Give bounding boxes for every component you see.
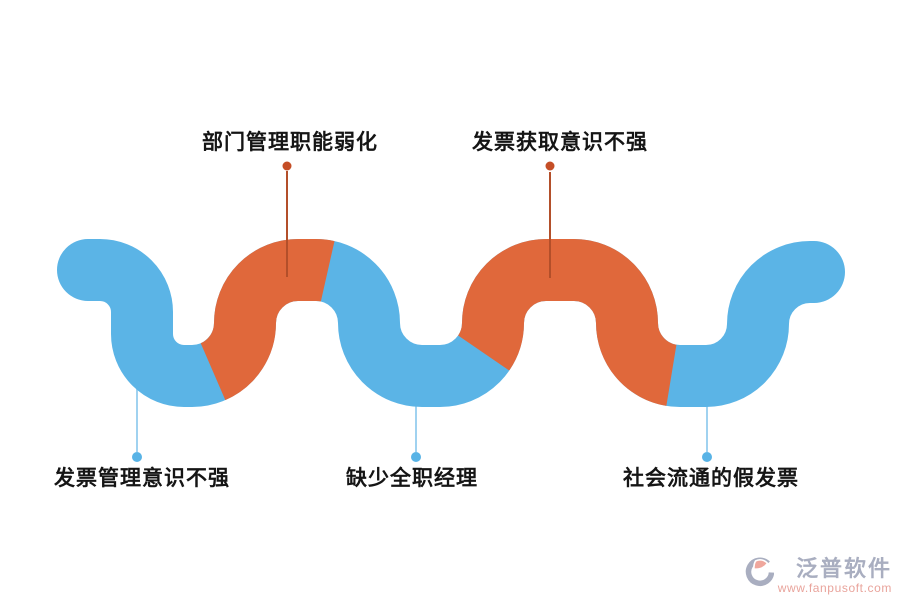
label-top-dept-management: 部门管理职能弱化 — [202, 131, 378, 154]
callout-dot-bottom-1 — [132, 452, 142, 462]
callout-dot-bottom-3 — [702, 452, 712, 462]
callout-dot-top-1 — [282, 161, 292, 171]
label-top-invoice-acquisition: 发票获取意识不强 — [472, 131, 648, 154]
watermark-name: 泛普软件 — [795, 555, 892, 581]
wave-ribbon-blue — [57, 239, 845, 407]
label-bottom-fake-invoices: 社会流通的假发票 — [623, 467, 799, 490]
fanpu-logo-icon — [745, 557, 774, 586]
watermark-url: www.fanpusoft.com — [777, 581, 892, 595]
label-bottom-invoice-awareness: 发票管理意识不强 — [54, 467, 230, 490]
label-bottom-fulltime-manager: 缺少全职经理 — [346, 467, 478, 490]
callout-dot-top-2 — [545, 161, 555, 171]
watermark: 泛普软件 www.fanpusoft.com — [744, 557, 892, 595]
logo-leaf-shape — [752, 558, 769, 570]
callout-dot-bottom-2 — [411, 452, 421, 462]
